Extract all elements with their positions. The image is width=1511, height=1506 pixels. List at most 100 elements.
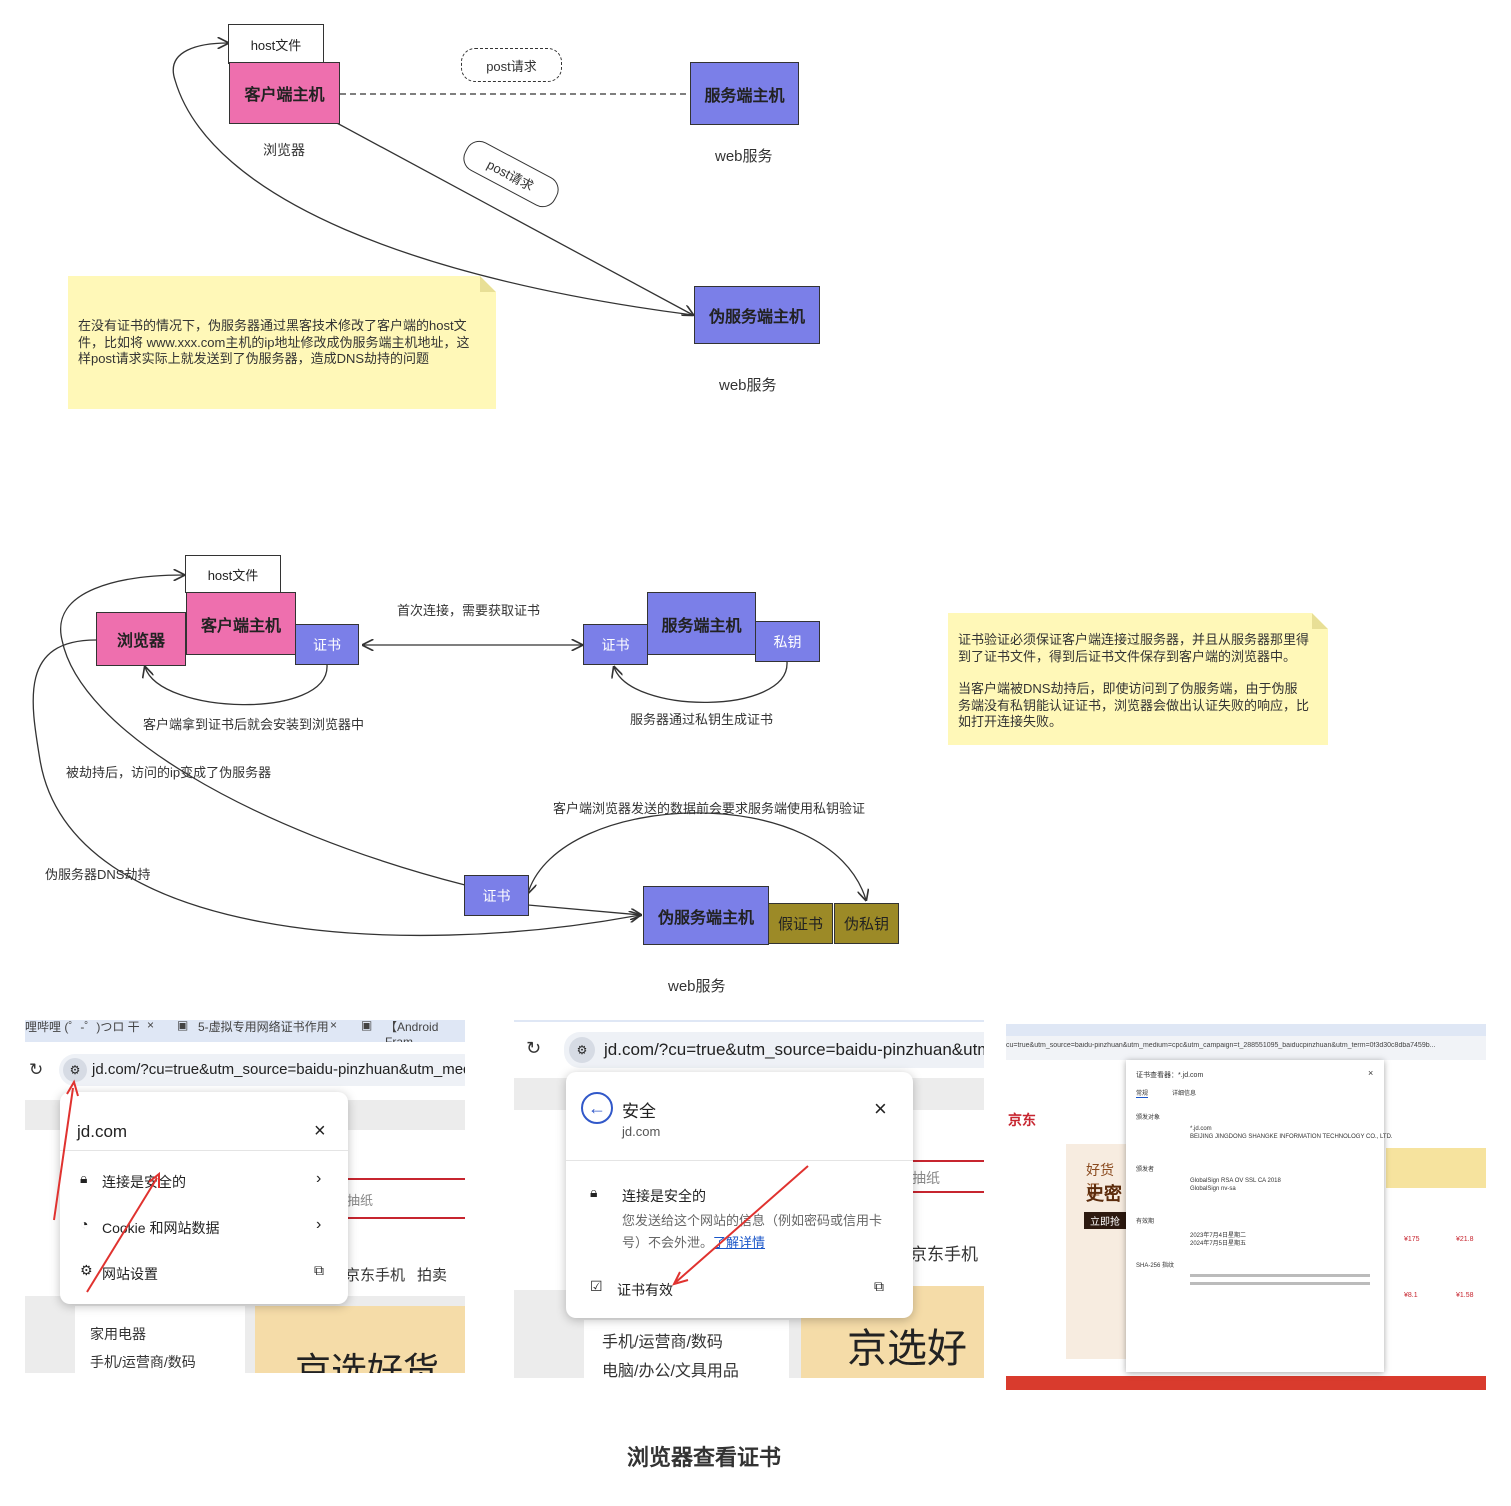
- host-file-label: host文件: [250, 37, 302, 53]
- server-host-label: 服务端主机: [704, 87, 785, 105]
- verify-label: 客户端浏览器发送的数据前会要求服务端使用私钥验证: [553, 801, 866, 816]
- jd-logo-text: 京东: [1008, 1112, 1036, 1128]
- page-icon: ▣: [177, 1020, 189, 1032]
- divider: [566, 1160, 913, 1161]
- server-host-box-2: 服务端主机: [647, 592, 756, 655]
- server-cert-label: 证书: [601, 636, 630, 653]
- mid-cert-label: 证书: [482, 887, 511, 904]
- url-text[interactable]: jd.com/?cu=true&utm_source=baidu-pinzhua…: [604, 1040, 984, 1059]
- client-host-label: 客户端主机: [244, 87, 325, 104]
- secure-heading: 连接是安全的: [622, 1188, 706, 1204]
- reload-icon[interactable]: ↻: [29, 1060, 44, 1079]
- bg-banner-a: 好货汇: [1086, 1162, 1114, 1198]
- popup-title: 安全: [622, 1102, 656, 1121]
- fake-key-box: 伪私钥: [834, 903, 899, 944]
- client-host-label-2: 客户端主机: [200, 617, 281, 635]
- close-icon[interactable]: ×: [1368, 1068, 1374, 1078]
- price-4: ¥1.58: [1456, 1292, 1474, 1299]
- server-host-box: 服务端主机: [690, 62, 799, 125]
- tab-details[interactable]: 详细信息: [1172, 1091, 1197, 1097]
- private-key-box: 私钥: [755, 621, 820, 662]
- address-row: ↻ ⚙ jd.com/?cu=true&utm_source=baidu-pin…: [25, 1042, 465, 1100]
- cookie-icon: ◔: [80, 1216, 89, 1232]
- bg-category-2: 手机/运营商/数码: [90, 1354, 196, 1370]
- url-text[interactable]: cu=true&utm_source=baidu-pinzhuan&utm_me…: [1006, 1042, 1436, 1049]
- address-bar[interactable]: ⚙ jd.com/?cu=true&utm_source=baidu-pinzh…: [59, 1054, 465, 1086]
- browser-box-label: 浏览器: [116, 633, 165, 650]
- note-text: 在没有证书的情况下，伪服务器通过黑客技术修改了客户端的host文件，比如将 ww…: [78, 318, 470, 366]
- client-cert-box: 证书: [295, 624, 359, 665]
- fake-server-host-box: 伪服务端主机: [694, 286, 820, 344]
- first-connect-label: 首次连接，需要获取证书: [397, 603, 541, 618]
- site-info-icon[interactable]: ⚙: [569, 1037, 595, 1063]
- client-cert-label: 证书: [313, 636, 341, 653]
- fake-cert-label: 假证书: [777, 916, 823, 933]
- bg-nav-1: 京东手机: [345, 1267, 406, 1284]
- close-icon[interactable]: ×: [330, 1020, 338, 1032]
- bg-category-panel: 家用电器 手机/运营商/数码: [75, 1306, 245, 1373]
- reload-icon[interactable]: ↻: [526, 1038, 542, 1058]
- issued-to-heading: 颁发对象: [1136, 1115, 1161, 1121]
- web-service-label: web服务: [715, 148, 773, 165]
- post-request-dashed: post请求: [461, 48, 562, 82]
- issued-by-cn: GlobalSign RSA OV SSL CA 2018: [1190, 1178, 1281, 1184]
- valid-to: 2024年7月5日星期五: [1190, 1241, 1247, 1247]
- valid-from: 2023年7月4日星期二: [1190, 1233, 1247, 1239]
- close-icon[interactable]: ×: [314, 1120, 326, 1142]
- chevron-right-icon[interactable]: ›: [316, 1216, 322, 1233]
- bg-buy-button: 立即抢: [1084, 1212, 1126, 1229]
- divider: [60, 1150, 348, 1151]
- bg-banner-b: 史密: [1086, 1184, 1122, 1204]
- tab-2[interactable]: 5-虚拟专用网络证书作用: [198, 1020, 329, 1034]
- browser-box: 浏览器: [96, 612, 186, 666]
- address-bar[interactable]: ⚙ jd.com/?cu=true&utm_source=baidu-pinzh…: [564, 1032, 984, 1068]
- address-row: ↻ ⚙ jd.com/?cu=true&utm_source=baidu-pin…: [514, 1020, 984, 1080]
- price-2: ¥21.8: [1456, 1236, 1474, 1243]
- cert-verify-note: 证书验证必须保证客户端连接过服务器，并且从服务器那里得到了证书文件，得到后证书文…: [948, 613, 1328, 745]
- jd-logo: 京东: [1008, 1084, 1038, 1134]
- bg-category-1: 家用电器: [90, 1326, 146, 1342]
- issued-by-heading: 颁发者: [1136, 1167, 1155, 1173]
- external-link-icon[interactable]: ⧉: [874, 1278, 884, 1294]
- security-popup: ← 安全 jd.com × 🔒︎ 连接是安全的 您发送给这个网站的信息（例如密码…: [566, 1072, 913, 1318]
- close-icon[interactable]: ×: [874, 1096, 887, 1121]
- screenshot-1: 哩哔哩 (゜-゜)つロ 干 × ▣ 5-虚拟专用网络证书作用 × ▣ 【Andr…: [25, 1020, 465, 1373]
- cert-viewer-dialog: 证书查看器：*.jd.com × 常规 详细信息 颁发对象 *.jd.com B…: [1126, 1060, 1393, 1372]
- tab-general[interactable]: 常规: [1136, 1088, 1149, 1098]
- tab-1[interactable]: 哩哔哩 (゜-゜)つロ 干: [25, 1020, 140, 1034]
- issued-to-cn: *.jd.com: [1190, 1126, 1212, 1132]
- external-link-icon[interactable]: ⧉: [314, 1262, 324, 1278]
- site-info-icon[interactable]: ⚙: [63, 1058, 87, 1082]
- bg-bottom-bar: [1006, 1376, 1486, 1390]
- lock-icon: 🔒︎: [80, 1170, 88, 1186]
- fake-key-label: 伪私钥: [843, 916, 889, 933]
- fingerprints-heading: SHA-256 指纹: [1136, 1263, 1175, 1269]
- red-arrow-annotation: [53, 1079, 160, 1293]
- fake-server-host-box-2: 伪服务端主机: [643, 886, 769, 945]
- browser-label: 浏览器: [263, 142, 305, 158]
- dns-hijack-note: 在没有证书的情况下，伪服务器通过黑客技术修改了客户端的host文件，比如将 ww…: [68, 276, 496, 409]
- fingerprint-line-1: [1190, 1274, 1370, 1277]
- web-service-label-2: web服务: [668, 978, 726, 995]
- lock-icon: 🔒︎: [590, 1184, 598, 1200]
- chevron-right-icon[interactable]: ›: [316, 1170, 322, 1187]
- row-cookie[interactable]: Cookie 和网站数据: [102, 1220, 220, 1236]
- cert-valid-row[interactable]: 证书有效: [617, 1282, 673, 1298]
- site-info-popup: jd.com × 🔒︎ 连接是安全的 › ◔ Cookie 和网站数据 › ⚙ …: [60, 1092, 348, 1304]
- url-text[interactable]: jd.com/?cu=true&utm_source=baidu-pinzhua…: [92, 1061, 465, 1078]
- cert-dialog-title: 证书查看器：*.jd.com: [1136, 1072, 1204, 1079]
- search-border: [909, 1191, 984, 1193]
- search-border: [345, 1217, 465, 1219]
- client-install-label: 客户端拿到证书后就会安装到浏览器中: [143, 717, 365, 732]
- gear-icon: ⚙: [80, 1262, 93, 1278]
- bg-nav: 京东手机: [910, 1245, 978, 1264]
- diagram-connectors: [32, 0, 1511, 937]
- back-arrow-icon[interactable]: ←: [581, 1092, 613, 1124]
- row-settings[interactable]: 网站设置: [102, 1266, 158, 1282]
- popup-site: jd.com: [622, 1124, 661, 1139]
- fingerprint-line-2: [1190, 1282, 1370, 1285]
- screenshot-2: ↻ ⚙ jd.com/?cu=true&utm_source=baidu-pin…: [514, 1020, 984, 1378]
- close-icon[interactable]: ×: [147, 1020, 155, 1032]
- screenshot-3: cu=true&utm_source=baidu-pinzhuan&utm_me…: [1006, 1024, 1486, 1390]
- row-secure[interactable]: 连接是安全的: [102, 1174, 186, 1190]
